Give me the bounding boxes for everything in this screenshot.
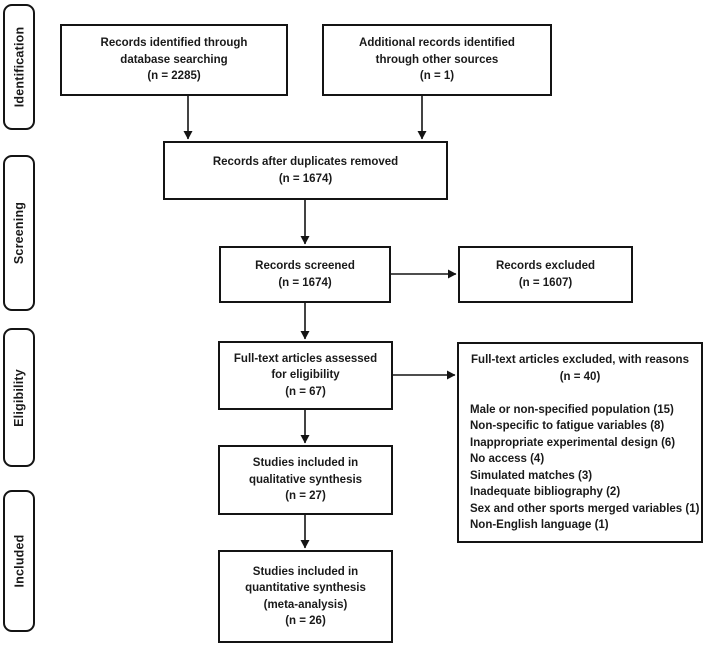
stage-eligibility: Eligibility [3,328,35,467]
box-quantitative-synthesis-line: (meta-analysis) [263,598,348,611]
box-fulltext-assessed-count: (n = 67) [285,385,326,398]
box-additional-records-line: Additional records identified [359,37,515,50]
box-fulltext-assessed-line: for eligibility [271,369,340,382]
exclusion-reason: Sex and other sports merged variables (1… [470,502,700,515]
box-qualitative-synthesis-count: (n = 27) [285,490,326,503]
stage-identification-label: Identification [12,26,27,108]
stage-identification: Identification [3,4,35,130]
box-fulltext-excluded-title: Full-text articles excluded, with reason… [471,354,689,366]
box-qualitative-synthesis-line: qualitative synthesis [248,473,363,486]
exclusion-reason-list: Male or non-specified population (15) No… [459,402,701,534]
box-quantitative-synthesis-count: (n = 26) [285,615,326,627]
box-records-identified: Records identified through database sear… [60,24,288,96]
box-records-identified-count: (n = 2285) [147,70,201,83]
exclusion-reason: Male or non-specified population (15) [470,403,674,416]
box-duplicates-removed: Records after duplicates removed (n = 16… [163,141,448,200]
exclusion-reason: Inadequate bibliography (2) [470,486,621,498]
exclusion-reason: Simulated matches (3) [470,469,593,482]
box-qualitative-synthesis-line: Studies included in [252,457,359,470]
box-duplicates-removed-line: Records after duplicates removed [212,156,399,168]
stage-screening: Screening [3,155,35,311]
stage-included: Included [3,490,35,632]
box-fulltext-assessed: Full-text articles assessed for eligibil… [218,341,393,410]
box-additional-records: Additional records identified through ot… [322,24,552,96]
box-additional-records-count: (n = 1) [419,70,455,83]
box-records-identified-line: Records identified through [100,37,248,50]
exclusion-reason: Non-specific to fatigue variables (8) [470,420,665,432]
box-records-screened-line: Records screened [255,260,355,272]
box-qualitative-synthesis: Studies included in qualitative synthesi… [218,445,393,515]
box-records-excluded: Records excluded (n = 1607) [458,246,633,303]
exclusion-reason: Inappropriate experimental design (6) [470,436,676,449]
box-quantitative-synthesis-line: quantitative synthesis [245,582,366,594]
box-records-screened: Records screened (n = 1674) [219,246,391,303]
box-quantitative-synthesis-line: Studies included in [252,565,359,578]
exclusion-reason: No access (4) [470,453,545,465]
box-fulltext-assessed-line: Full-text articles assessed [233,352,378,365]
stage-eligibility-label: Eligibility [12,368,27,427]
box-records-excluded-line: Records excluded [495,260,596,272]
box-records-screened-count: (n = 1674) [278,276,332,289]
stage-included-label: Included [12,534,26,588]
box-quantitative-synthesis: Studies included in quantitative synthes… [218,550,393,643]
box-duplicates-removed-count: (n = 1674) [278,172,333,185]
stage-screening-label: Screening [12,201,26,265]
box-additional-records-line: through other sources [375,53,499,66]
box-fulltext-excluded-count: (n = 40) [559,370,601,383]
box-fulltext-excluded: Full-text articles excluded, with reason… [457,342,703,543]
exclusion-reason: Non-English language (1) [470,519,609,531]
box-records-excluded-count: (n = 1607) [518,276,573,289]
box-records-identified-line: database searching [120,53,228,66]
